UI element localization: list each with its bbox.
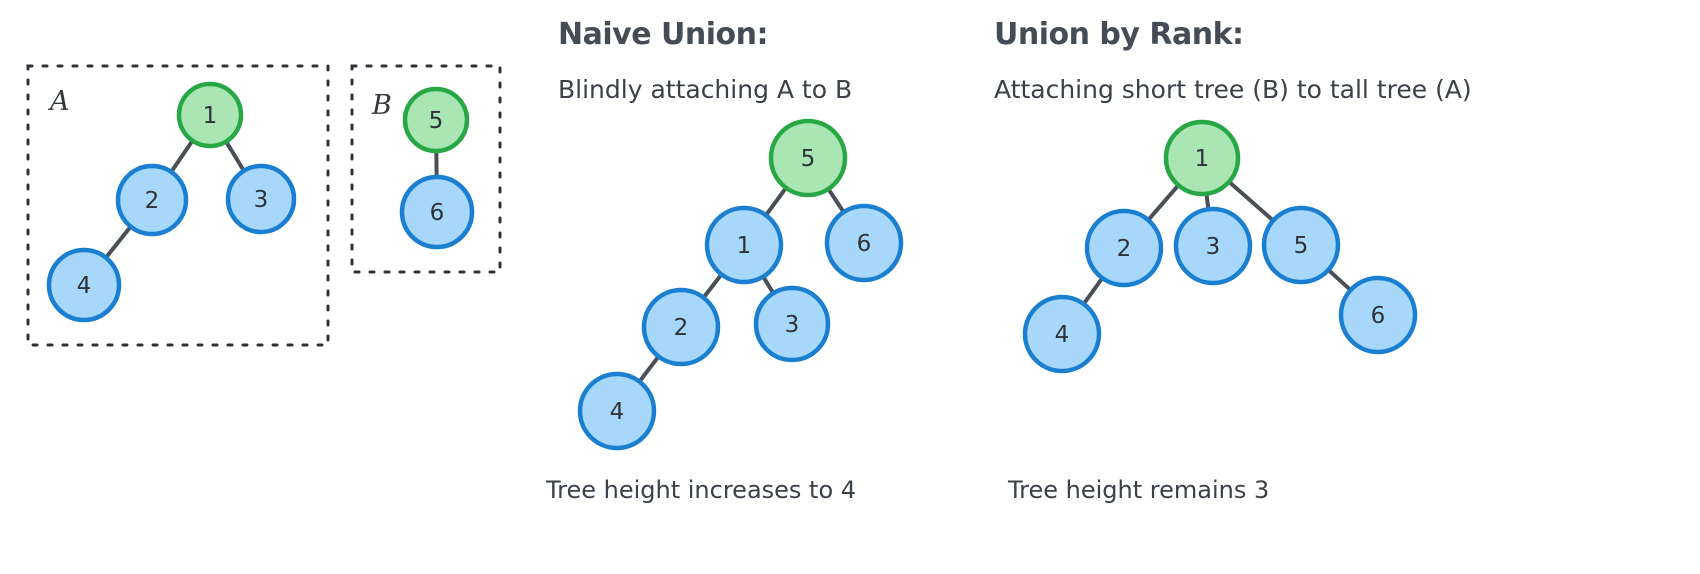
group-B-node-6[interactable]: 6 bbox=[399, 174, 475, 250]
group-A-node-label-1: 1 bbox=[203, 103, 218, 129]
group-A-node-3[interactable]: 3 bbox=[225, 163, 297, 235]
naive-node-label-3: 3 bbox=[785, 312, 800, 338]
naive-subtitle: Blindly attaching A to B bbox=[558, 75, 852, 104]
group-A-node-label-3: 3 bbox=[254, 187, 269, 213]
group-A-node-label-4: 4 bbox=[77, 273, 92, 299]
group-A-node-circle-4 bbox=[46, 247, 122, 323]
naive-node-circle-2 bbox=[641, 287, 721, 367]
naive-node-label-5: 5 bbox=[801, 146, 816, 172]
group-A-edge-1-3 bbox=[223, 137, 247, 175]
naive-node-circle-3 bbox=[753, 285, 831, 363]
group-A-node-circle-2 bbox=[115, 163, 189, 237]
group-A-node-circle-1 bbox=[176, 81, 244, 149]
group-A-node-circle-3 bbox=[225, 163, 297, 235]
rank-node-6[interactable]: 6 bbox=[1338, 275, 1418, 355]
group-A-node-label-2: 2 bbox=[145, 188, 160, 214]
group-B-node-5[interactable]: 5 bbox=[402, 86, 470, 154]
naive-caption: Tree height increases to 4 bbox=[545, 476, 856, 504]
group-A-edge-1-2 bbox=[168, 136, 196, 176]
naive-node-4[interactable]: 4 bbox=[577, 371, 657, 451]
naive-node-circle-6 bbox=[824, 203, 904, 283]
group-A-node-4[interactable]: 4 bbox=[46, 247, 122, 323]
group-B-node-label-5: 5 bbox=[429, 108, 444, 134]
rank-node-5[interactable]: 5 bbox=[1261, 205, 1341, 285]
naive-edge-1-2 bbox=[700, 270, 725, 302]
rank-edge-1-2 bbox=[1144, 181, 1182, 224]
group-label-A: A bbox=[47, 86, 70, 117]
rank-node-circle-6 bbox=[1338, 275, 1418, 355]
rank-caption: Tree height remains 3 bbox=[1007, 476, 1269, 504]
rank-node-label-1: 1 bbox=[1195, 146, 1210, 172]
group-B-node-circle-6 bbox=[399, 174, 475, 250]
naive-node-3[interactable]: 3 bbox=[753, 285, 831, 363]
rank-node-4[interactable]: 4 bbox=[1022, 294, 1102, 374]
naive-node-circle-5 bbox=[768, 118, 848, 198]
rank-heading: Union by Rank: bbox=[994, 17, 1244, 52]
rank-node-label-2: 2 bbox=[1117, 236, 1132, 262]
union-by-rank-panel: Union by Rank: Attaching short tree (B) t… bbox=[994, 17, 1472, 504]
rank-node-3[interactable]: 3 bbox=[1173, 206, 1253, 286]
naive-node-label-2: 2 bbox=[674, 315, 689, 341]
naive-edge-5-6 bbox=[825, 185, 847, 216]
group-box-B bbox=[350, 64, 502, 274]
group-A: A 1 2 3 4 bbox=[26, 64, 330, 347]
group-label-B: B bbox=[371, 90, 392, 121]
rank-node-1[interactable]: 1 bbox=[1163, 119, 1241, 197]
rank-edge-2-4 bbox=[1080, 274, 1106, 308]
group-A-node-1[interactable]: 1 bbox=[176, 81, 244, 149]
group-B-node-label-6: 6 bbox=[430, 200, 445, 226]
naive-edge-5-1 bbox=[762, 184, 790, 219]
naive-node-label-1: 1 bbox=[737, 233, 752, 259]
rank-node-circle-4 bbox=[1022, 294, 1102, 374]
naive-union-panel: Naive Union: Blindly attaching A to B 5 1 6 2… bbox=[545, 17, 904, 504]
naive-node-circle-1 bbox=[704, 205, 784, 285]
naive-node-label-4: 4 bbox=[610, 399, 625, 425]
rank-edge-5-6 bbox=[1324, 266, 1355, 294]
naive-node-5[interactable]: 5 bbox=[768, 118, 848, 198]
group-box-A bbox=[26, 64, 330, 347]
naive-node-circle-4 bbox=[577, 371, 657, 451]
naive-edge-2-4 bbox=[636, 352, 662, 386]
group-B-node-circle-5 bbox=[402, 86, 470, 154]
naive-node-2[interactable]: 2 bbox=[641, 287, 721, 367]
group-A-node-2[interactable]: 2 bbox=[115, 163, 189, 237]
naive-node-label-6: 6 bbox=[857, 231, 872, 257]
group-A-edge-2-4 bbox=[102, 222, 135, 262]
naive-heading: Naive Union: bbox=[558, 17, 768, 52]
naive-node-6[interactable]: 6 bbox=[824, 203, 904, 283]
rank-subtitle: Attaching short tree (B) to tall tree (A… bbox=[994, 75, 1472, 104]
rank-node-label-5: 5 bbox=[1294, 233, 1309, 259]
rank-edge-1-5 bbox=[1225, 178, 1277, 224]
rank-node-label-4: 4 bbox=[1055, 322, 1070, 348]
naive-node-1[interactable]: 1 bbox=[704, 205, 784, 285]
rank-node-circle-1 bbox=[1163, 119, 1241, 197]
initial-sets-panel: A 1 2 3 4 B 5 6 bbox=[26, 64, 502, 347]
rank-node-circle-3 bbox=[1173, 206, 1253, 286]
rank-node-circle-2 bbox=[1084, 208, 1164, 288]
rank-node-label-6: 6 bbox=[1371, 303, 1386, 329]
rank-node-label-3: 3 bbox=[1206, 234, 1221, 260]
rank-node-2[interactable]: 2 bbox=[1084, 208, 1164, 288]
rank-node-circle-5 bbox=[1261, 205, 1341, 285]
group-B: B 5 6 bbox=[350, 64, 502, 274]
